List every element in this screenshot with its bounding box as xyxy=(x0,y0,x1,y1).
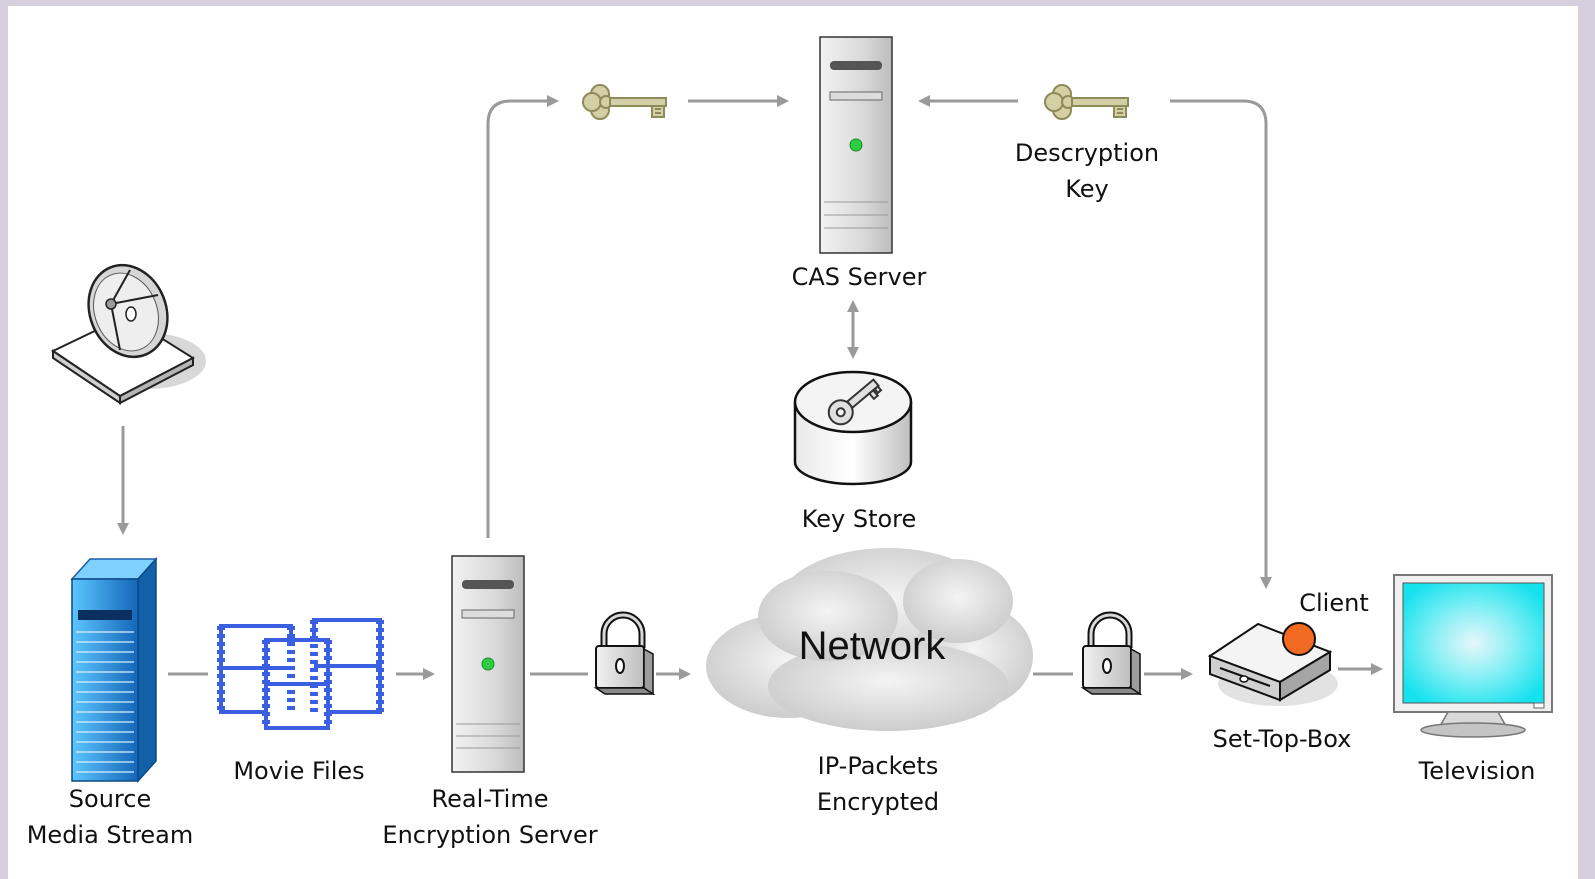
padlock-icon xyxy=(593,611,656,696)
padlock-icon xyxy=(1080,611,1143,696)
diagram-canvas: Source Media Stream Movie Files Real-Tim… xyxy=(8,6,1578,879)
satellite-dish-icon xyxy=(50,263,206,405)
monitor-icon xyxy=(1393,574,1553,738)
real-time-label: Real-Time xyxy=(432,785,549,813)
movie-files-label: Movie Files xyxy=(233,757,364,785)
set-top-box-label: Set-Top-Box xyxy=(1213,725,1352,753)
cloud-icon xyxy=(706,548,1033,731)
network-label: Network xyxy=(799,624,947,668)
television-label: Television xyxy=(1418,757,1536,785)
arrow-encryption-to-key xyxy=(486,95,559,538)
set-top-box-icon xyxy=(1207,622,1338,706)
flow-arrows xyxy=(117,95,1383,680)
iptv-encryption-diagram: Source Media Stream Movie Files Real-Tim… xyxy=(27,36,1553,849)
cas-server-tower-icon xyxy=(819,36,893,254)
encryption-server-tower-icon xyxy=(451,555,525,773)
client-status-dot-icon xyxy=(1282,622,1316,656)
encrypted-label: Encrypted xyxy=(817,788,939,816)
key-icon xyxy=(1044,84,1129,120)
description-label: Descryption xyxy=(1015,139,1159,167)
database-key-icon xyxy=(793,370,913,486)
ip-packets-label: IP-Packets xyxy=(818,752,939,780)
encryption-server-label: Encryption Server xyxy=(382,821,597,849)
server-rack-icon xyxy=(70,557,158,783)
arrow-key-to-settopbox xyxy=(1170,99,1272,589)
media-stream-label: Media Stream xyxy=(27,821,194,849)
client-label: Client xyxy=(1299,589,1368,617)
film-strip-icon xyxy=(217,618,384,730)
cas-server-label: CAS Server xyxy=(792,263,927,291)
key-store-label: Key Store xyxy=(802,505,917,533)
source-label: Source xyxy=(69,785,151,813)
key-label: Key xyxy=(1065,175,1109,203)
key-icon xyxy=(582,84,667,120)
